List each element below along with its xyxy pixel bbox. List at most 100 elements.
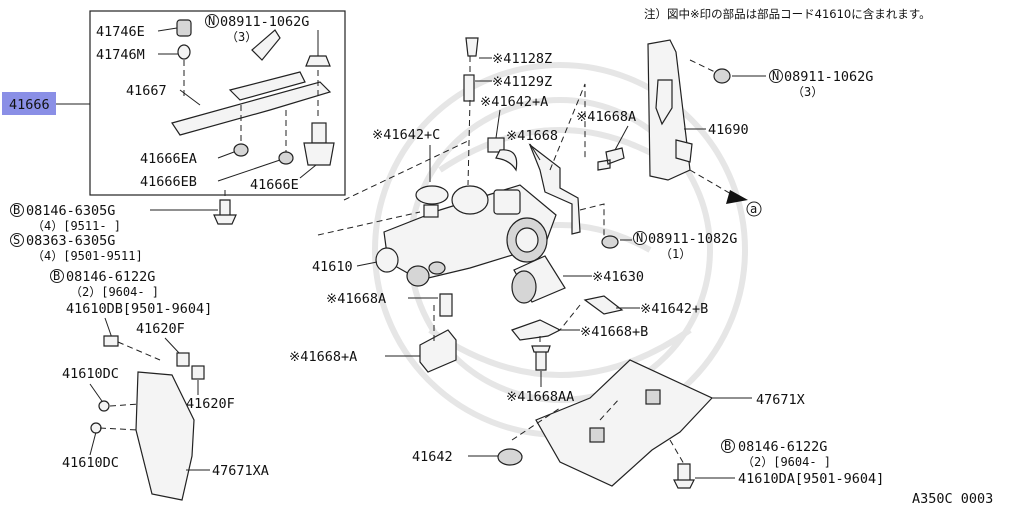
svg-text:（1）: （1）: [660, 247, 691, 261]
label-41668[interactable]: ※41668: [506, 128, 558, 144]
hose-41642A: [487, 137, 505, 153]
diagram-code: A350C 0003: [912, 491, 993, 507]
nut-top: [305, 55, 331, 67]
svg-text:N: N: [636, 231, 643, 245]
clip: [251, 29, 281, 61]
bolt-41668AA: [531, 345, 551, 371]
label-47671X[interactable]: 47671X: [756, 392, 805, 408]
bracket-41668: [528, 143, 581, 235]
svg-text:（2）[9604- ]: （2）[9604- ]: [742, 455, 831, 469]
bolt-41610DB: [103, 335, 119, 347]
label-08911-1082G[interactable]: 08911-1082G: [648, 231, 737, 247]
label-41610DC-b[interactable]: 41610DC: [62, 455, 119, 471]
label-41630[interactable]: ※41630: [592, 269, 644, 285]
svg-text:（4）[9511- ]: （4）[9511- ]: [32, 219, 121, 233]
label-41610DB[interactable]: 41610DB[9501-9604]: [66, 301, 212, 317]
clip-41620F-b: [191, 365, 205, 380]
label-41610[interactable]: 41610: [312, 259, 353, 275]
label-41620F-b[interactable]: 41620F: [186, 396, 235, 412]
label-08911-1062G-right[interactable]: 08911-1062G: [784, 69, 873, 85]
label-41642A[interactable]: ※41642+A: [480, 94, 548, 110]
cover-47671XA: [135, 371, 195, 501]
label-41610DC-a[interactable]: 41610DC: [62, 366, 119, 382]
hose-41642C: [415, 185, 449, 205]
canister-41630: [511, 255, 566, 304]
label-08146-6122G-right[interactable]: 08146-6122G: [738, 439, 827, 455]
mount-41666E: [303, 142, 335, 166]
svg-text:a: a: [750, 202, 757, 216]
label-08146-6305G[interactable]: 08146-6305G: [26, 203, 115, 219]
label-08911-1062G-top[interactable]: 08911-1062G: [220, 14, 309, 30]
label-41666[interactable]: 41666: [9, 97, 50, 113]
bolt-08146-6305G: [213, 199, 237, 225]
nut-08911-1082G: [601, 235, 619, 249]
connector: [423, 204, 439, 218]
svg-text:N: N: [772, 69, 779, 83]
bracket-41668B: [511, 319, 562, 341]
svg-text:B: B: [724, 439, 731, 453]
ref-a-circle[interactable]: [746, 201, 762, 217]
clip-41620F-a: [176, 352, 190, 367]
pipe-41129Z: [463, 74, 475, 102]
grommet-41746E: [176, 19, 192, 37]
label-08146-6122G-left[interactable]: 08146-6122G: [66, 269, 155, 285]
label-41620F-a[interactable]: 41620F: [136, 321, 185, 337]
label-47671XA[interactable]: 47671XA: [212, 463, 269, 479]
label-41746M[interactable]: 41746M: [96, 47, 145, 63]
nut-41666EB: [278, 151, 294, 165]
actuator-41610: [375, 184, 557, 287]
label-41666EA[interactable]: 41666EA: [140, 151, 197, 167]
label-41666EB[interactable]: 41666EB: [140, 174, 197, 190]
tray-clip-1: [645, 389, 661, 405]
label-41129Z[interactable]: ※41129Z: [492, 74, 552, 90]
inset-frame: [89, 10, 346, 196]
nut-08911-1062G-right: [713, 68, 731, 84]
label-08363-6305G[interactable]: 08363-6305G: [26, 233, 115, 249]
valve-41128Z: [465, 37, 479, 57]
label-41668B[interactable]: ※41668+B: [580, 324, 648, 340]
bushing-41746M: [177, 44, 191, 60]
bracket-41668plusA: [419, 329, 457, 373]
svg-text:N: N: [208, 14, 215, 28]
label-41667[interactable]: 41667: [126, 83, 167, 99]
label-41668A-top[interactable]: ※41668A: [576, 109, 636, 125]
label-41746E[interactable]: 41746E: [96, 24, 145, 40]
stud: [311, 122, 327, 144]
label-41668plusA[interactable]: ※41668+A: [289, 349, 357, 365]
label-41610DA[interactable]: 41610DA[9501-9604]: [738, 471, 884, 487]
label-41690[interactable]: 41690: [708, 122, 749, 138]
label-41666E[interactable]: 41666E: [250, 177, 299, 193]
bolt-08146-6122G-right: [673, 463, 695, 489]
tray-clip-2: [589, 427, 605, 443]
nut-41666EA: [233, 143, 249, 157]
footnote-text: 注）図中※印の部品は部品コード41610に含まれます。: [644, 7, 931, 21]
screw-41610DC-a: [98, 400, 110, 412]
label-41642B[interactable]: ※41642+B: [640, 301, 708, 317]
svg-text:（3）: （3）: [792, 85, 823, 99]
bolt-41668A-top: [597, 147, 625, 171]
nut-center: [428, 261, 446, 275]
clip-41642B: [583, 295, 624, 315]
bolt-41668A-mid: [439, 293, 453, 317]
label-41642[interactable]: 41642: [412, 449, 453, 465]
highlight-box[interactable]: [2, 92, 56, 115]
inset-parts: [171, 19, 335, 166]
arrow-to-a: [726, 190, 748, 204]
grommet-41642: [497, 448, 523, 466]
svg-text:B: B: [53, 269, 60, 283]
bracket-41667: [171, 81, 332, 136]
screw-41610DC-b: [90, 422, 102, 434]
svg-text:S: S: [13, 233, 20, 247]
svg-text:（2）[9604- ]: （2）[9604- ]: [70, 285, 159, 299]
label-41642C[interactable]: ※41642+C: [372, 127, 440, 143]
hose-clip: [495, 149, 518, 172]
label-41668A-mid[interactable]: ※41668A: [326, 291, 386, 307]
label-41128Z[interactable]: ※41128Z: [492, 51, 552, 67]
svg-text:B: B: [13, 203, 20, 217]
tray-47671X: [535, 359, 714, 487]
svg-text:（3）: （3）: [226, 30, 257, 44]
label-41668AA[interactable]: ※41668AA: [506, 389, 574, 405]
svg-text:（4）[9501-9511]: （4）[9501-9511]: [32, 249, 143, 263]
